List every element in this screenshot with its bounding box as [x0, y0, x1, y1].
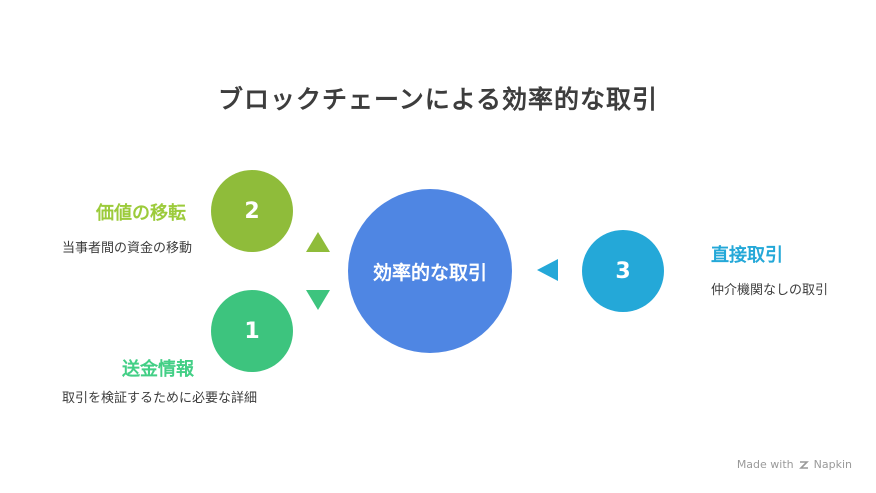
step-3-description: 仲介機関なしの取引	[711, 283, 829, 298]
step-3-circle: 3	[582, 230, 664, 312]
left-arrow-icon	[537, 259, 558, 281]
step-2-circle: 2	[211, 170, 293, 252]
center-label: 効率的な取引	[372, 261, 487, 284]
page-title: ブロックチェーンによる効率的な取引	[217, 85, 658, 114]
step-2-heading: 価値の移転	[96, 203, 186, 224]
step-2-number: 2	[244, 198, 260, 224]
step-1-circle: 1	[211, 290, 293, 372]
step-1-heading: 送金情報	[122, 359, 194, 380]
step-1-number: 1	[244, 318, 260, 344]
watermark-made-with: Made with	[736, 458, 794, 471]
napkin-logo-icon	[798, 460, 809, 469]
step-3-number: 3	[615, 258, 631, 284]
step-1-description: 取引を検証するために必要な詳細	[62, 391, 258, 406]
center-circle: 効率的な取引	[348, 189, 512, 353]
watermark: Made with Napkin	[737, 458, 852, 471]
step-2-description: 当事者間の資金の移動	[62, 241, 193, 256]
up-arrow-icon	[306, 232, 330, 252]
watermark-brand: Napkin	[813, 458, 852, 471]
step-3-heading: 直接取引	[711, 245, 783, 266]
down-arrow-icon	[306, 290, 330, 310]
